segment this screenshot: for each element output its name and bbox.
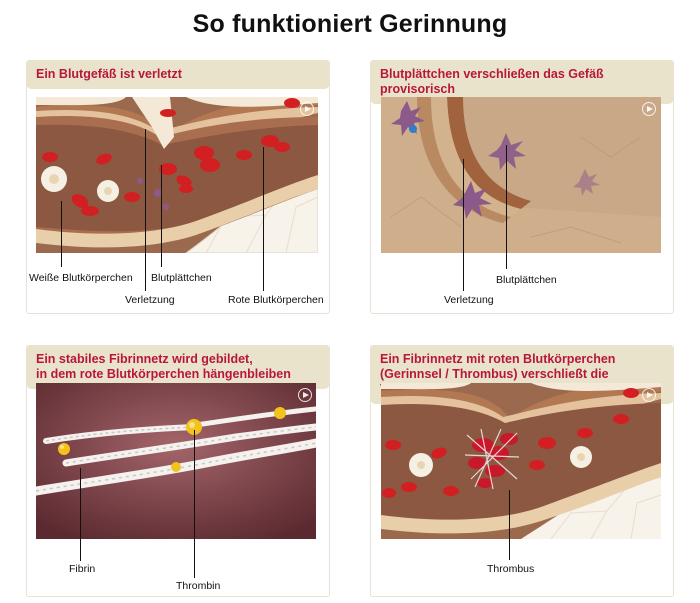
label-injury: Verletzung — [444, 294, 494, 306]
pointer-line — [194, 430, 195, 578]
label-injury: Verletzung — [125, 294, 175, 306]
panel-header: Ein Blutgefäß ist verletzt — [26, 60, 330, 89]
illustration-injured-vessel — [36, 97, 318, 253]
pointer-line — [145, 129, 146, 291]
play-icon[interactable] — [300, 102, 314, 116]
panel-vessel-injured: Ein Blutgefäß ist verletzt — [26, 60, 330, 314]
pointer-line — [61, 201, 62, 267]
illustration-platelet-plug — [381, 97, 661, 253]
panel-header: Ein stabiles Fibrinnetz wird gebildet, i… — [26, 345, 330, 389]
illustration-thrombus — [381, 383, 661, 539]
pointer-line — [263, 147, 264, 291]
play-icon[interactable] — [642, 102, 656, 116]
label-thrombin: Thrombin — [176, 580, 221, 592]
label-platelets: Blutplättchen — [151, 272, 212, 284]
panel-thrombus: Ein Fibrinnetz mit roten Blutkörperchen … — [370, 345, 674, 597]
label-fibrin: Fibrin — [69, 563, 96, 575]
illustration-fibrin-net — [36, 383, 316, 539]
label-red-cells: Rote Blutkörperchen — [228, 294, 324, 306]
pointer-line — [161, 165, 162, 267]
label-thrombus: Thrombus — [487, 563, 535, 575]
label-platelets: Blutplättchen — [496, 274, 557, 286]
play-icon[interactable] — [642, 388, 656, 402]
page-title: So funktioniert Gerinnung — [192, 10, 508, 38]
panel-header: Blutplättchen verschließen das Gefäß pro… — [370, 60, 674, 104]
pointer-line — [80, 468, 81, 561]
pointer-line — [463, 159, 464, 291]
pointer-line — [506, 145, 507, 269]
label-white-cells: Weiße Blutkörperchen — [29, 272, 133, 284]
panel-fibrin-net: Ein stabiles Fibrinnetz wird gebildet, i… — [26, 345, 330, 597]
panel-platelets-seal: Blutplättchen verschließen das Gefäß pro… — [370, 60, 674, 314]
play-icon[interactable] — [298, 388, 312, 402]
pointer-line — [509, 490, 510, 560]
